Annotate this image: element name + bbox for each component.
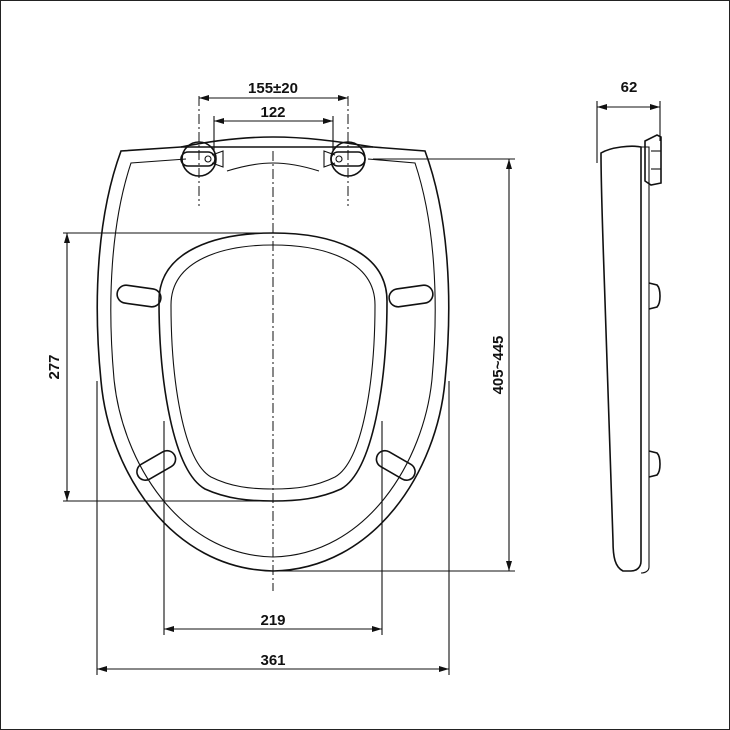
- bumper-slot-upper-left: [116, 284, 162, 308]
- side-bumper-lower: [648, 450, 661, 478]
- label-side-thickness: 62: [621, 79, 638, 96]
- bumper-slot-lower-left: [136, 449, 177, 481]
- hinge-front-bar: [226, 162, 320, 172]
- side-hinge-block: [644, 134, 662, 186]
- bumper-slot-lower-right: [375, 449, 416, 481]
- side-seat-profile: [600, 145, 642, 572]
- label-hinge-inner: 122: [260, 104, 285, 121]
- bumper-slot-upper-right: [388, 284, 434, 308]
- dimension-hinge-inner: 122: [214, 104, 333, 124]
- side-view: 62: [596, 79, 662, 574]
- side-bumper-upper: [648, 282, 661, 310]
- dimension-seat-length: 405~445: [273, 158, 515, 572]
- label-seat-width: 361: [260, 652, 285, 669]
- dimension-seat-width: 361: [96, 381, 450, 675]
- label-opening-length: 277: [46, 354, 63, 379]
- dimension-opening-width: 219: [163, 421, 383, 635]
- side-lid-profile: [640, 146, 650, 574]
- label-hinge-spacing: 155±20: [248, 80, 298, 97]
- dimension-hinge-spacing: 155±20: [199, 80, 348, 101]
- dimension-opening-length: 277: [46, 232, 273, 502]
- label-seat-length: 405~445: [490, 336, 507, 395]
- label-opening-width: 219: [260, 612, 285, 629]
